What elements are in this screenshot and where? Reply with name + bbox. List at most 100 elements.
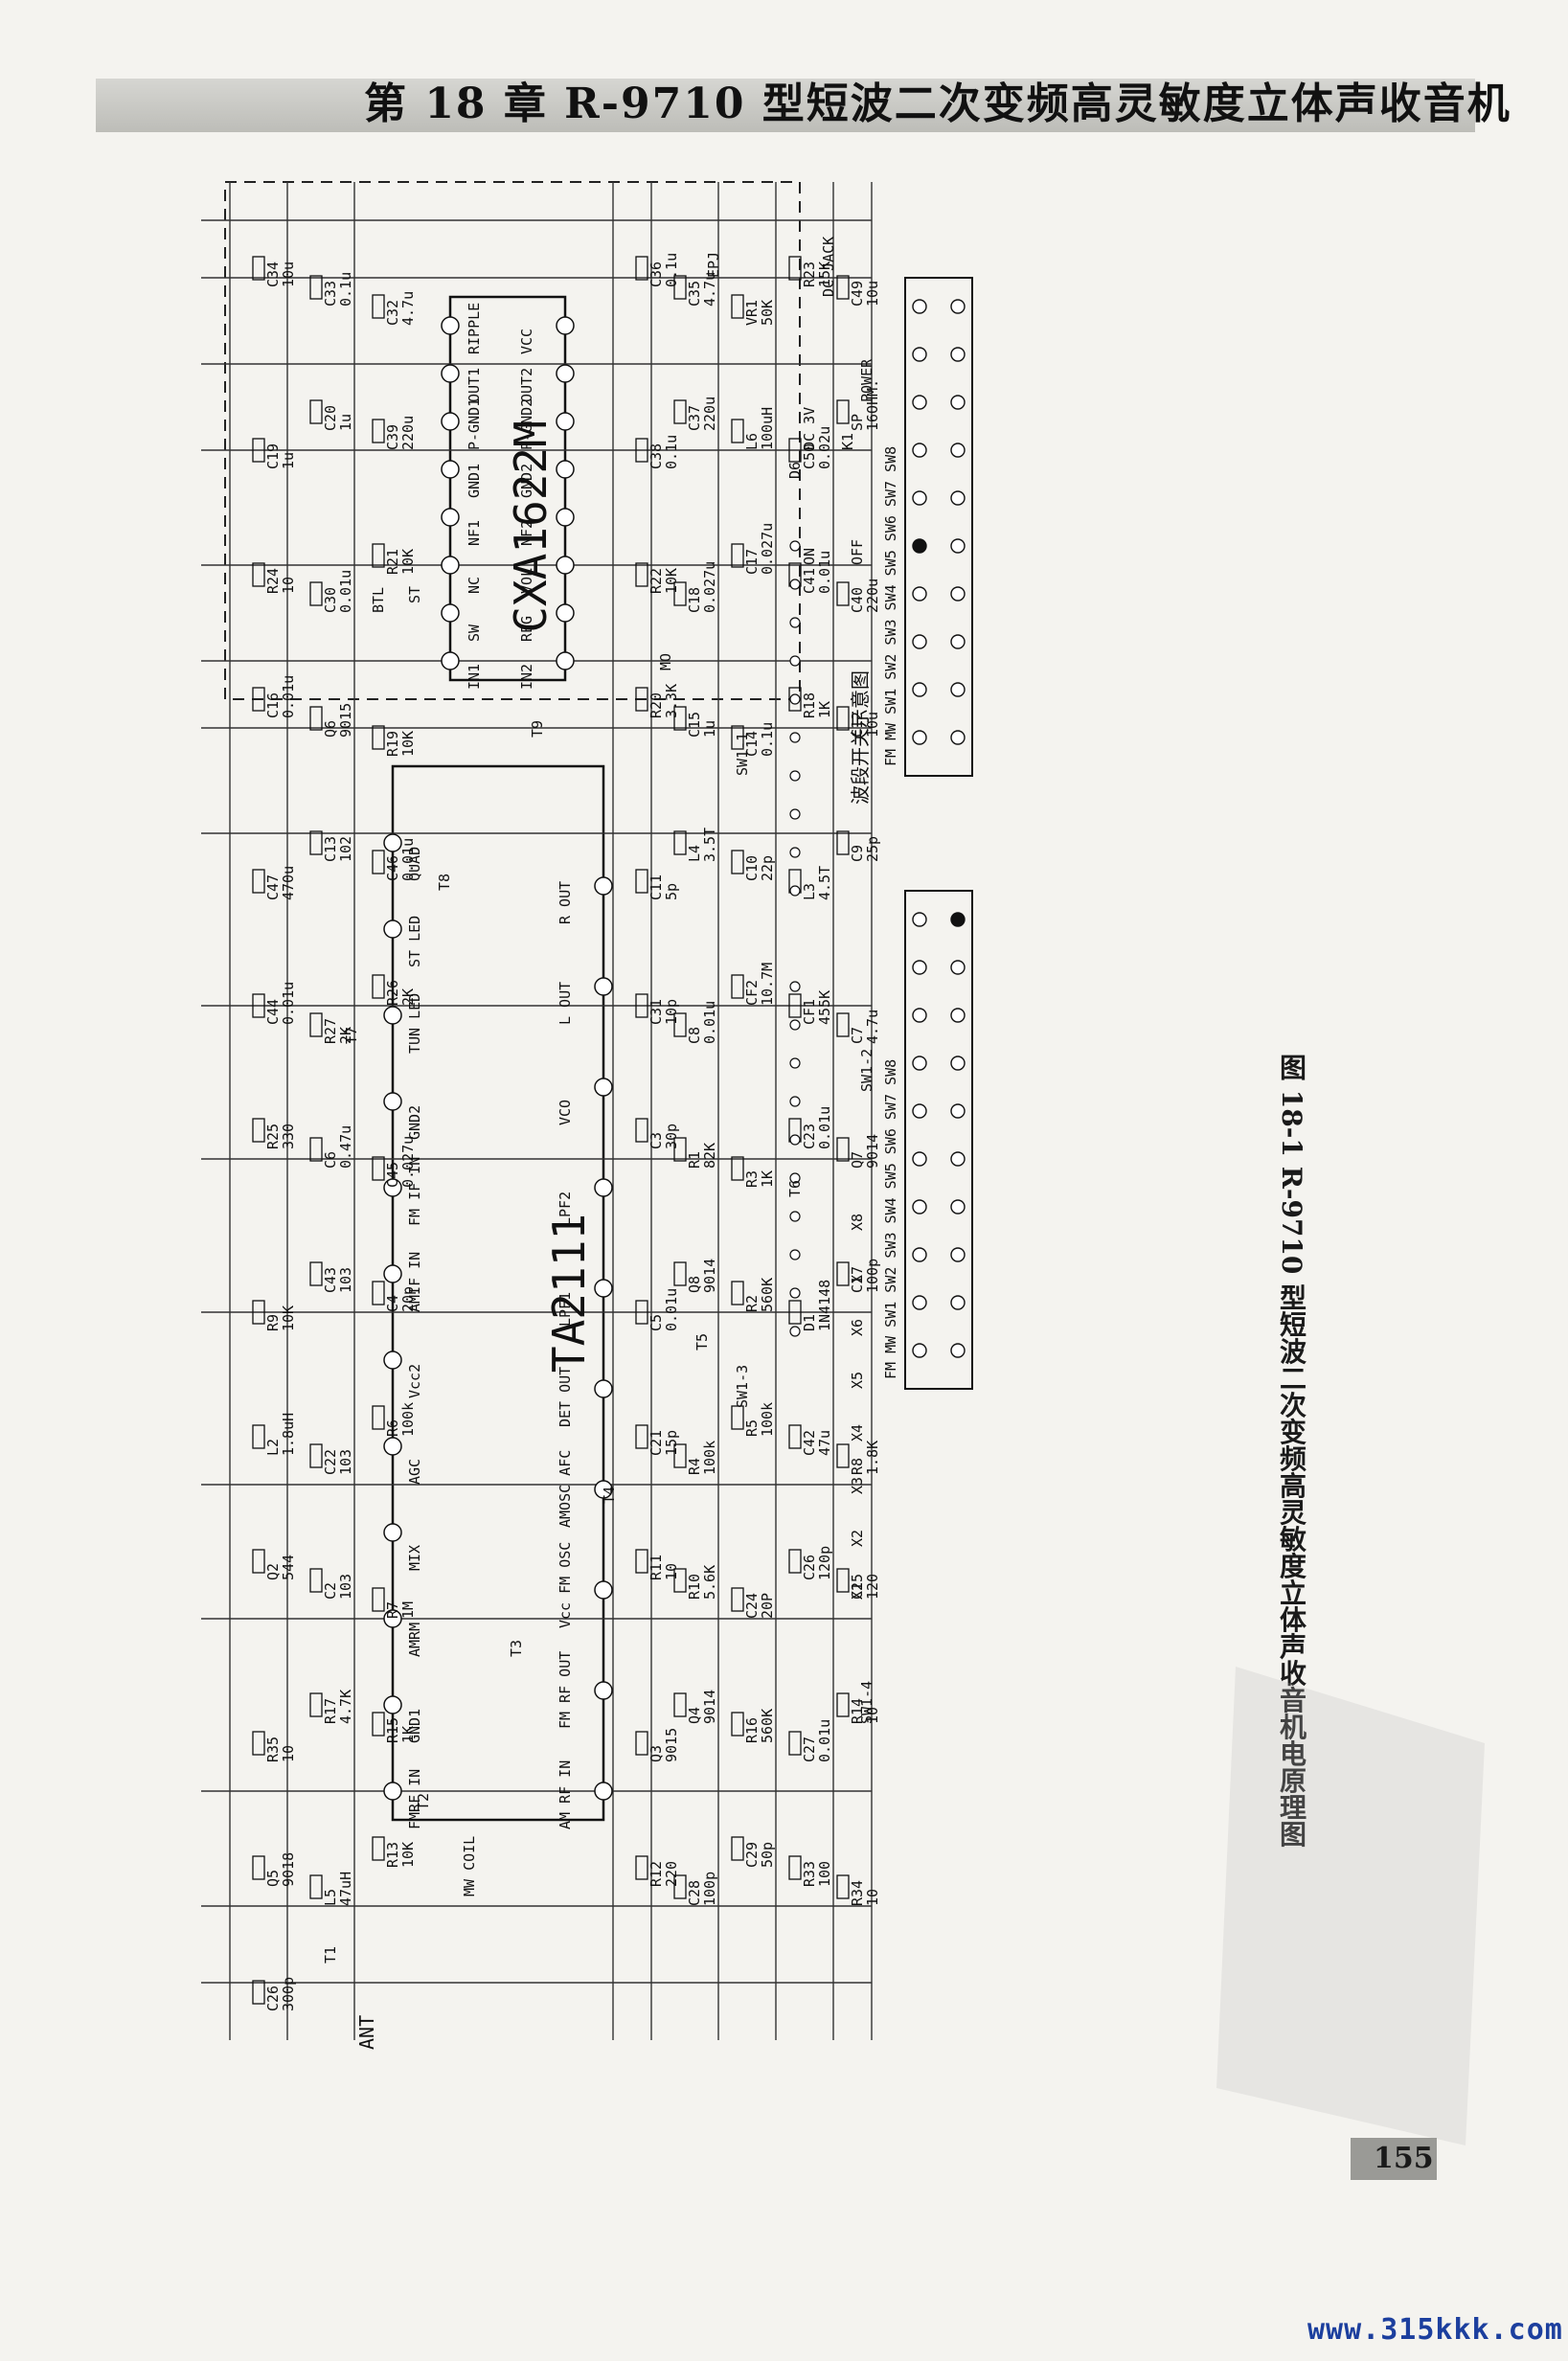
component-ref-r20: R20 (648, 692, 665, 718)
cxa-pin-label-top-2: SW (466, 624, 483, 642)
component-ref-q3: Q3 (648, 1745, 665, 1762)
component-value-r3: 1K (759, 1170, 776, 1188)
component-value-c14: 0.1u (759, 722, 776, 757)
switch-contact-lower-8-1 (950, 1295, 966, 1310)
component-ref-c9: C9 (849, 845, 866, 862)
ta-pin-top-12 (383, 833, 402, 852)
component-symbol-c14 (731, 725, 744, 750)
component-value-l2: 1.8uH (280, 1413, 297, 1456)
cxa-pin-6 (441, 412, 460, 431)
component-symbol-r24 (252, 562, 265, 587)
component-ref-r16: R16 (743, 1717, 761, 1743)
cxa-pin-13 (556, 508, 575, 527)
ta-pin-bottom-6 (594, 1279, 613, 1298)
component-ref-c49: C49 (849, 281, 866, 306)
selector-dot-a-2 (789, 617, 801, 628)
component-symbol-c50 (788, 438, 802, 463)
component-value-r8: 1.8K (864, 1441, 881, 1475)
component-ref-r14: R14 (849, 1698, 866, 1724)
selector-dot-a-1 (789, 579, 801, 590)
switch-contact-upper-2-0 (912, 395, 927, 410)
component-ref-r2: R2 (743, 1295, 761, 1312)
component-ref-c15: C15 (686, 712, 703, 738)
cxa-pin-label-top-5: GND1 (466, 464, 483, 498)
component-value-c27: 0.01u (816, 1719, 833, 1762)
component-symbol-r14 (836, 1692, 850, 1717)
component-ref-r34: R34 (849, 1880, 866, 1906)
component-ref-l3: L3 (801, 883, 818, 900)
dc-jack-label: DC JACK (820, 237, 837, 297)
component-value-c23: 0.01u (816, 1106, 833, 1149)
component-value-q2: 544 (280, 1555, 297, 1580)
switch-contact-lower-2-0 (912, 1008, 927, 1023)
switch-contact-upper-9-1 (950, 730, 966, 745)
cxa-pin-label-top-3: NC (466, 577, 483, 594)
component-symbol-c18 (673, 581, 687, 606)
component-value-c32: 4.7u (399, 291, 417, 326)
component-ref-c20: C20 (322, 405, 339, 431)
component-symbol-c37 (673, 399, 687, 424)
component-symbol-l2 (252, 1424, 265, 1449)
switch-contact-upper-1-1 (950, 347, 966, 362)
component-value-c7: 4.7u (864, 1010, 881, 1044)
component-value-r15: 1K (399, 1726, 417, 1743)
component-ref-c32: C32 (384, 300, 401, 326)
component-ref-r7: R7 (384, 1601, 401, 1619)
off-label: OFF (849, 539, 866, 565)
switch-contact-upper-7-0 (912, 634, 927, 649)
component-symbol-r7 (372, 1587, 385, 1612)
component-value-c5: 0.01u (663, 1288, 680, 1331)
component-symbol-c26 (252, 1980, 265, 2005)
component-ref-l4: L4 (686, 845, 703, 862)
component-symbol-c27 (788, 1731, 802, 1756)
component-symbol-l6 (731, 419, 744, 443)
cxa-pin-14 (556, 556, 575, 575)
component-ref-r6: R6 (384, 1419, 401, 1437)
component-value-c43: 103 (337, 1267, 354, 1293)
component-value-r7: 1M (399, 1601, 417, 1619)
switch-contact-lower-4-0 (912, 1103, 927, 1119)
d6-label: D6 (786, 462, 804, 479)
switch-contact-upper-2-1 (950, 395, 966, 410)
component-symbol-q8 (673, 1261, 687, 1286)
ta-pin-bottom-8 (594, 1078, 613, 1097)
component-value-q3: 9015 (663, 1728, 680, 1762)
component-symbol-c2 (309, 1568, 323, 1593)
ta-pin-label-top-5: AGC (406, 1459, 423, 1485)
selector-dot-a-8 (789, 847, 801, 858)
component-ref-c39: C39 (384, 424, 401, 450)
ta-pin-top-6 (383, 1351, 402, 1370)
component-symbol-c8 (673, 1012, 687, 1037)
ta-pin-bottom-5 (594, 1379, 613, 1398)
ta-pin-label-bottom-2: FM RF OUT (557, 1651, 574, 1729)
component-symbol-c34 (252, 256, 265, 281)
switch-contact-lower-7-0 (912, 1247, 927, 1262)
component-symbol-c9 (836, 830, 850, 855)
chapter-title: 第 18 章 R-9710 型短波二次变频高灵敏度立体声收音机 (364, 79, 1511, 128)
component-ref-c26: C26 (801, 1555, 818, 1580)
ta-pin-label-bottom-1: AM RF IN (557, 1760, 574, 1829)
component-value-c26: 300p (280, 1977, 297, 2011)
component-ref-c31: C31 (648, 999, 665, 1025)
component-symbol-r6 (372, 1405, 385, 1430)
component-value-c15: 1u (701, 720, 718, 738)
transformer-t5: T5 (693, 1333, 711, 1351)
component-symbol-c15 (673, 706, 687, 731)
component-ref-r35: R35 (264, 1737, 282, 1762)
band-switch-lower (904, 890, 973, 1390)
ta-pin-label-top-2: GND1 (406, 1709, 423, 1743)
component-symbol-c42 (788, 1424, 802, 1449)
audio-amp-enclosure (224, 181, 801, 700)
component-ref-q8: Q8 (686, 1276, 703, 1293)
component-symbol-r23 (788, 256, 802, 281)
switch-contact-upper-6-0 (912, 586, 927, 602)
ta-pin-top-7 (383, 1264, 402, 1283)
component-ref-vr1: VR1 (743, 300, 761, 326)
component-symbol-c45 (372, 1156, 385, 1181)
page-number-box (1351, 2138, 1437, 2180)
switch-contact-upper-8-1 (950, 682, 966, 697)
switch-group-sw1-1: SW1-1 (734, 733, 751, 776)
ta-pin-bottom-4 (594, 1480, 613, 1499)
component-symbol-r9 (252, 1300, 265, 1325)
